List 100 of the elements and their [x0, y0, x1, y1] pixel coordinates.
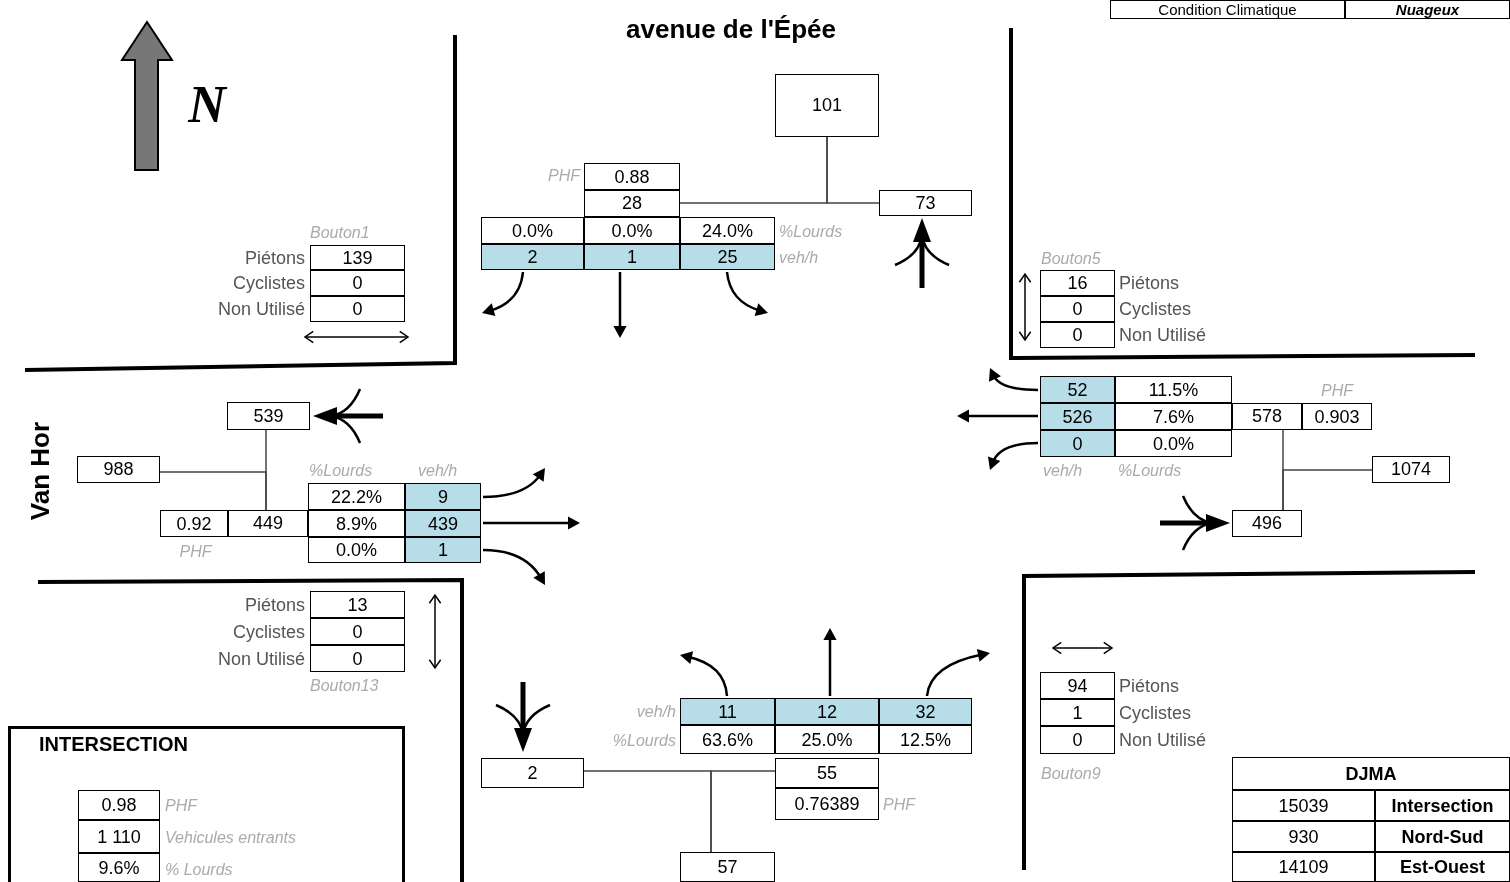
count-box: 1074: [1372, 456, 1450, 483]
table-cell: 15039: [1232, 790, 1375, 821]
count-cell: 0: [310, 270, 405, 296]
count-cell: 0.76389: [775, 788, 879, 820]
north-letter: N: [186, 75, 229, 135]
count-cell: 1: [405, 537, 481, 563]
count-cell: 0.88: [584, 163, 680, 190]
table-cell: 14109: [1232, 852, 1375, 882]
diagram-title: avenue de l'Épée: [625, 13, 837, 46]
count-cell: 12.5%: [879, 725, 972, 754]
count-cell: 9: [405, 483, 481, 510]
count-box: 449: [228, 510, 308, 537]
count-box: 55: [775, 758, 879, 788]
count-box: 28: [584, 190, 680, 217]
table-cell: Est-Ouest: [1375, 852, 1510, 882]
count-cell: 0: [1040, 726, 1115, 754]
count-cell: 9.6%: [78, 853, 160, 882]
button-label: Bouton1: [310, 224, 371, 241]
count-cell: 526: [1040, 403, 1115, 430]
count-cell: 0.0%: [308, 537, 405, 563]
field-label: PHF: [178, 542, 214, 562]
count-box: 578: [1232, 403, 1302, 430]
table-cell: Condition Climatique: [1110, 0, 1345, 19]
field-label: Non Utilisé: [1119, 324, 1208, 347]
table-cell: Nord-Sud: [1375, 821, 1510, 852]
count-cell: 0: [310, 645, 405, 672]
count-cell: 32: [879, 698, 972, 725]
count-cell: 0.98: [78, 790, 160, 820]
count-box: 57: [680, 852, 775, 882]
field-label: %Lourds: [1118, 461, 1183, 481]
count-cell: 16: [1040, 270, 1115, 296]
button-label: Bouton5: [1041, 250, 1102, 267]
count-cell: 0.0%: [1115, 430, 1232, 457]
table-cell: 930: [1232, 821, 1375, 852]
field-label: Cyclistes: [1119, 701, 1192, 725]
count-box: 73: [879, 190, 972, 216]
field-label: veh/h: [1043, 461, 1084, 481]
count-cell: 139: [310, 245, 405, 270]
count-cell: 8.9%: [308, 510, 405, 537]
count-cell: 0: [1040, 296, 1115, 322]
field-label: PHF: [547, 166, 580, 186]
field-label: veh/h: [635, 702, 676, 722]
field-label: Piétons: [243, 246, 305, 270]
field-label: %Lourds: [779, 222, 844, 242]
count-cell: 22.2%: [308, 483, 405, 510]
count-cell: 94: [1040, 672, 1115, 699]
count-cell: 11: [680, 698, 775, 725]
count-cell: 0.903: [1302, 403, 1372, 430]
field-label: veh/h: [779, 248, 820, 268]
count-cell: 12: [775, 698, 879, 725]
field-label: Non Utilisé: [216, 647, 305, 671]
count-cell: 13: [310, 591, 405, 618]
field-label: Cyclistes: [1119, 298, 1192, 321]
count-cell: 7.6%: [1115, 403, 1232, 430]
count-cell: 0.92: [160, 510, 228, 537]
count-cell: 25: [680, 244, 775, 270]
field-label: % Lourds: [165, 860, 234, 880]
field-label: Non Utilisé: [1119, 729, 1208, 752]
table-header: DJMA: [1232, 757, 1510, 790]
count-cell: 11.5%: [1115, 376, 1232, 403]
panel-heading: INTERSECTION: [39, 733, 188, 756]
field-label: Piétons: [243, 593, 305, 617]
field-label: Non Utilisé: [216, 298, 305, 321]
field-label: %Lourds: [611, 731, 676, 751]
field-label: Vehicules entrants: [165, 828, 298, 848]
count-box: 539: [227, 402, 310, 430]
count-cell: 0: [1040, 322, 1115, 348]
count-box: 101: [775, 74, 879, 137]
count-cell: 0: [310, 618, 405, 645]
street-name: Van Hor: [24, 420, 56, 523]
count-cell: 0.0%: [584, 217, 680, 244]
count-cell: 24.0%: [680, 217, 775, 244]
connector-line: [159, 471, 267, 511]
table-cell: Nuageux: [1345, 0, 1510, 19]
count-box: 988: [77, 456, 160, 483]
field-label: Piétons: [1119, 272, 1181, 295]
count-cell: 0: [310, 296, 405, 322]
count-cell: 25.0%: [775, 725, 879, 754]
field-label: %Lourds: [309, 461, 374, 481]
count-cell: 439: [405, 510, 481, 537]
field-label: PHF: [1320, 381, 1355, 401]
count-cell: 2: [481, 244, 584, 270]
button-label: Bouton9: [1041, 765, 1102, 783]
count-box: 2: [481, 758, 584, 788]
count-cell: 0: [1040, 430, 1115, 457]
count-cell: 1: [1040, 699, 1115, 726]
field-label: PHF: [883, 795, 917, 815]
table-cell: Intersection: [1375, 790, 1510, 821]
field-label: Cyclistes: [232, 272, 305, 295]
field-label: Piétons: [1119, 674, 1181, 698]
count-cell: 52: [1040, 376, 1115, 403]
field-label: Cyclistes: [232, 620, 305, 644]
count-cell: 1: [584, 244, 680, 270]
connector-line: [826, 136, 880, 204]
connector-line: [710, 770, 776, 853]
connector-line: [1282, 469, 1373, 511]
count-cell: 1 110: [78, 820, 160, 853]
count-box: 496: [1232, 510, 1302, 537]
count-cell: 63.6%: [680, 725, 775, 754]
button-label: Bouton13: [310, 677, 380, 695]
